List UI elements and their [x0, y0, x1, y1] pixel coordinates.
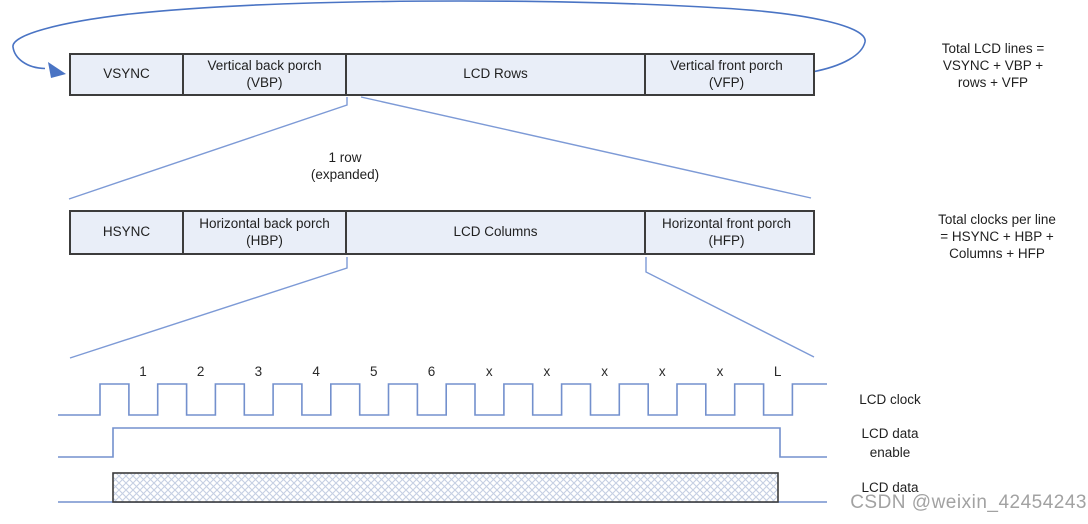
column-expansion-left-line: [69, 257, 348, 359]
loop-arrowhead-icon: [48, 62, 66, 78]
clock-tick-label: 3: [254, 364, 263, 379]
clock-tick-label: 1: [139, 364, 147, 379]
cell-lcd-rows-label: LCD Rows: [463, 66, 528, 82]
cell-hfp: Horizontal front porch (HFP): [644, 212, 807, 253]
vertical-timing-row: VSYNC Vertical back porch (VBP) LCD Rows…: [69, 53, 815, 96]
cell-vfp: Vertical front porch (VFP): [644, 55, 807, 94]
clock-tick-label: 5: [370, 364, 378, 379]
row-expansion-left-line: [68, 97, 348, 200]
cell-hbp: Horizontal back porch (HBP): [182, 212, 345, 253]
total-clocks-note: Total clocks per line = HSYNC + HBP + Co…: [938, 212, 1056, 261]
cell-hfp-label: Horizontal front porch (HFP): [661, 216, 792, 248]
lcd-data-enable-label: LCD data enable: [861, 426, 919, 460]
vsync-repeat-loop-line: [12, 0, 866, 73]
cell-vbp-label: Vertical back porch (VBP): [207, 58, 322, 90]
cell-hsync: HSYNC: [71, 212, 182, 253]
row-expanded-note: 1 row (expanded): [310, 150, 380, 182]
lcd-clock-waveform: [58, 383, 827, 416]
lcd-data-valid-bar: [112, 472, 779, 503]
lcd-data-enable-waveform: [58, 427, 827, 458]
clock-tick-label: x: [658, 364, 666, 379]
csdn-watermark: CSDN @weixin_42454243: [850, 492, 1087, 513]
cell-hsync-label: HSYNC: [102, 224, 151, 240]
cell-vbp: Vertical back porch (VBP): [182, 55, 345, 94]
clock-tick-label: 6: [427, 364, 436, 379]
column-expansion-right-line: [645, 257, 815, 358]
clock-tick-label: x: [543, 364, 551, 379]
clock-tick-label: 2: [196, 364, 205, 379]
clock-tick-label: x: [485, 364, 493, 379]
cell-lcd-columns-label: LCD Columns: [453, 224, 538, 240]
cell-lcd-columns: LCD Columns: [345, 212, 644, 253]
cell-vsync: VSYNC: [71, 55, 182, 94]
lcd-data-label: LCD data: [861, 480, 919, 495]
total-lines-note: Total LCD lines = VSYNC + VBP + rows + V…: [941, 41, 1045, 90]
clock-tick-label: L: [773, 364, 782, 379]
clock-tick-label: x: [716, 364, 724, 379]
clock-tick-label: x: [601, 364, 608, 379]
lcd-clock-label: LCD clock: [859, 392, 921, 407]
cell-hbp-label: Horizontal back porch (HBP): [199, 216, 330, 248]
clock-tick-label: 4: [312, 364, 320, 379]
cell-vfp-label: Vertical front porch (VFP): [670, 58, 783, 90]
cell-lcd-rows: LCD Rows: [345, 55, 644, 94]
horizontal-timing-row: HSYNC Horizontal back porch (HBP) LCD Co…: [69, 210, 815, 255]
row-expansion-right-line: [360, 96, 812, 199]
cell-vsync-label: VSYNC: [103, 66, 150, 82]
